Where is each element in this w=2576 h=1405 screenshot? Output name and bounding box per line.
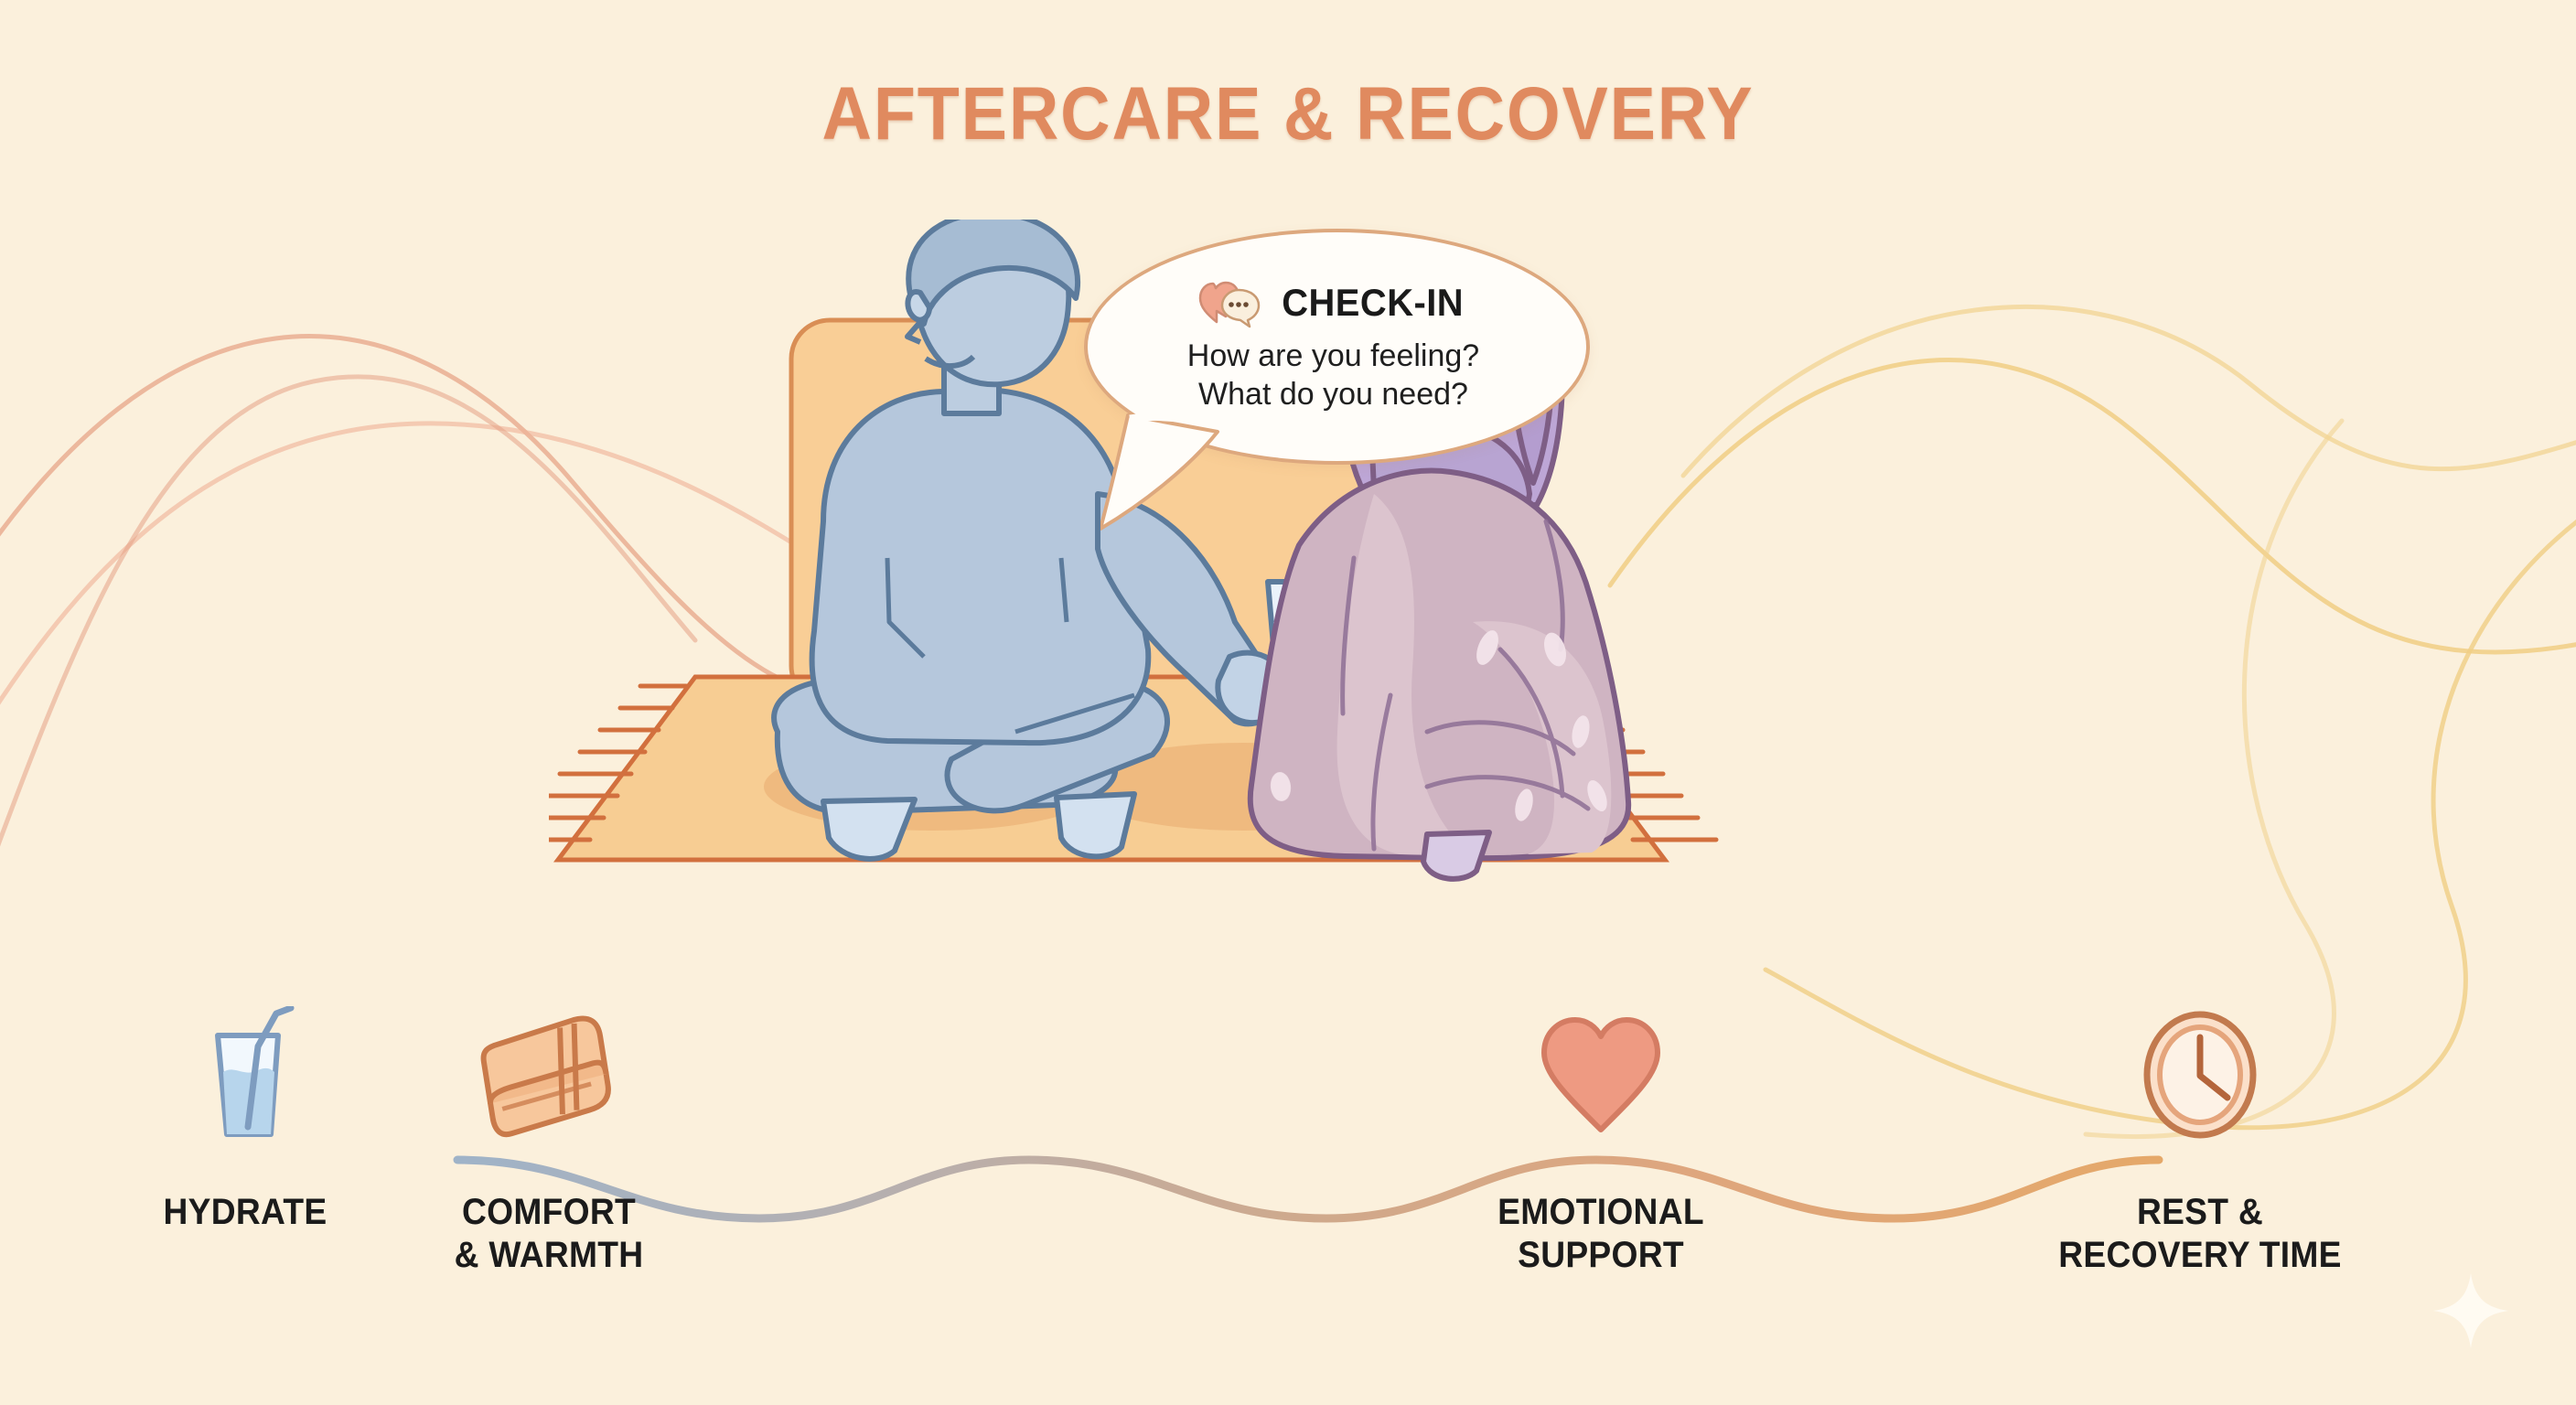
water-glass-icon (53, 1006, 437, 1143)
clock-icon (1944, 1006, 2456, 1143)
folded-blanket-icon (357, 1006, 741, 1143)
step-label: EMOTIONAL SUPPORT (1497, 1192, 1704, 1276)
step-label: COMFORT & WARMTH (454, 1192, 644, 1276)
sparkle-icon (2432, 1272, 2509, 1349)
step-hydrate[interactable]: HYDRATE (53, 1006, 437, 1234)
bubble-line-2: What do you need? (1198, 377, 1468, 412)
step-rest-recovery[interactable]: REST & RECOVERY TIME (1944, 1006, 2456, 1277)
bubble-tail (1100, 412, 1219, 531)
step-comfort-warmth[interactable]: COMFORT & WARMTH (357, 1006, 741, 1277)
step-label: HYDRATE (163, 1192, 327, 1232)
check-in-speech-bubble: CHECK-IN How are you feeling? What do yo… (1084, 229, 1590, 531)
steps-row: HYDRATE COMFORT & WARMTH (0, 1006, 2576, 1405)
rug-fringe-left (549, 683, 689, 842)
step-emotional-support[interactable]: EMOTIONAL SUPPORT (1409, 1006, 1793, 1277)
page-title: AFTERCARE & RECOVERY (821, 72, 1755, 156)
bubble-heading: CHECK-IN (1282, 281, 1464, 324)
bubble-heading-row: CHECK-IN (1084, 276, 1583, 329)
bubble-line-1: How are you feeling? (1186, 338, 1480, 373)
step-label: REST & RECOVERY TIME (2058, 1192, 2342, 1276)
steps-connector-line (453, 1155, 2163, 1223)
heart-icon (1409, 1006, 1793, 1143)
heart-chat-icon (1198, 281, 1261, 328)
